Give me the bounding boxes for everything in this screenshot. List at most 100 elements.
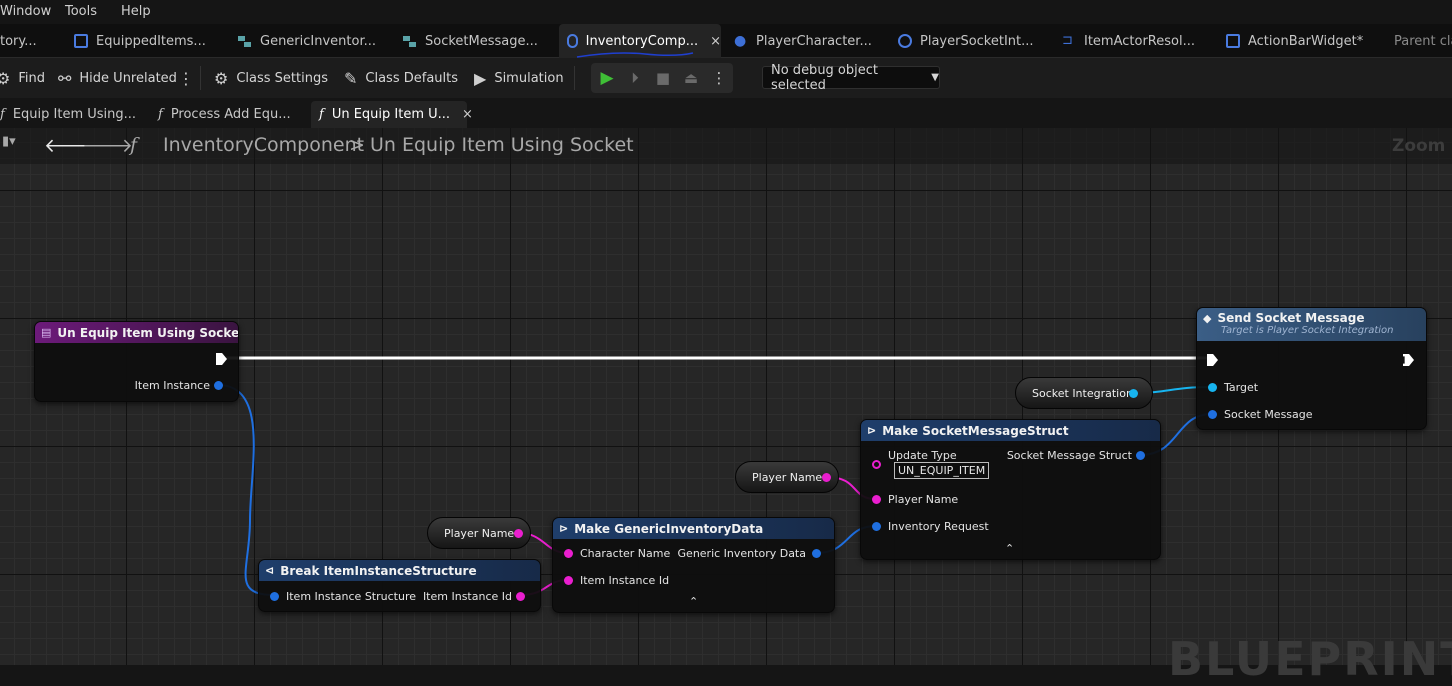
collapse-chevron-icon[interactable]: ⌃ — [1005, 542, 1015, 555]
socket-integration-variable[interactable]: Socket Integration — [1015, 377, 1153, 409]
doc-tab-un-equip[interactable]: f Un Equip Item U... × — [311, 101, 473, 128]
debug-object-select[interactable]: No debug object selected ▼ — [762, 63, 940, 93]
separator — [200, 66, 201, 90]
player-name-variable[interactable]: Player Name — [735, 461, 839, 493]
asset-tab-inventory-component[interactable]: InventoryComp... × — [559, 24, 721, 58]
function-icon: f — [130, 134, 138, 156]
node-title: Send Socket Message — [1217, 311, 1365, 325]
asset-tab[interactable]: ●PlayerCharacter... — [734, 24, 872, 58]
asset-tab[interactable]: EquippedItems... — [74, 24, 206, 58]
pencil-icon: ✎ — [344, 68, 358, 88]
forward-arrow-icon[interactable]: 🡒 — [82, 135, 133, 157]
socket-message-pin[interactable] — [1208, 410, 1217, 419]
function-call-icon: ◆ — [1203, 311, 1212, 325]
simulation-button[interactable]: ▶Simulation — [474, 58, 564, 98]
tab-label: PlayerSocketInt... — [920, 33, 1034, 49]
hide-unrelated-icon: ⚯ — [58, 68, 72, 88]
gear-icon: ⚙ — [214, 68, 229, 88]
node-title: Break ItemInstanceStructure — [280, 563, 477, 578]
doc-tab-label: Process Add Equ... — [170, 107, 291, 122]
hide-unrelated-label: Hide Unrelated — [79, 70, 177, 86]
make-struct-icon: ⊳ — [867, 424, 877, 437]
make-generic-inventory-data-node[interactable]: ⊳ Make GenericInventoryData Character Na… — [552, 517, 835, 613]
tab-label: tory... — [0, 33, 37, 49]
separator — [574, 66, 575, 90]
node-header: ⊳ Make GenericInventoryData — [553, 518, 834, 539]
menu-help[interactable]: Help — [121, 4, 151, 19]
parent-class-label: Parent cla — [1394, 33, 1452, 49]
item-instance-structure-in-pin[interactable] — [270, 592, 279, 601]
asset-tab[interactable]: ⊐ItemActorResol... — [1062, 24, 1195, 58]
close-tab-icon[interactable]: × — [710, 33, 721, 49]
eject-icon[interactable]: ⏏ — [683, 69, 699, 87]
asset-tab[interactable]: GenericInventor... — [238, 24, 376, 58]
node-header: ◆Send Socket Message Target is Player So… — [1197, 308, 1426, 341]
pin-label: Target — [1224, 381, 1259, 394]
break-item-instance-structure-node[interactable]: ⊲ Break ItemInstanceStructure Item Insta… — [258, 559, 541, 612]
bookmark-icon[interactable]: ▮▾ — [2, 134, 16, 149]
variable-out-pin[interactable] — [822, 473, 831, 482]
menu-window[interactable]: Window — [0, 4, 52, 19]
function-entry-node[interactable]: ▤ Un Equip Item Using Socket Item Instan… — [34, 321, 239, 402]
update-type-input[interactable]: UN_EQUIP_ITEM — [894, 462, 990, 479]
play-controls: ▶ ⏵ ■ ⏏ ⋮ — [591, 63, 733, 93]
item-instance-id-pin[interactable] — [564, 576, 573, 585]
pin-label: Item Instance Id — [422, 590, 512, 603]
function-library-icon: ⊐ — [1062, 33, 1073, 48]
tab-label: InventoryComp... — [585, 33, 699, 49]
send-socket-message-node[interactable]: ◆Send Socket Message Target is Player So… — [1196, 307, 1427, 430]
target-pin[interactable] — [1208, 383, 1217, 392]
play-options-icon[interactable]: ⋮ — [711, 69, 727, 87]
item-instance-id-out-pin[interactable] — [516, 592, 525, 601]
make-struct-icon: ⊳ — [559, 522, 569, 535]
item-instance-pin[interactable] — [214, 381, 223, 390]
pin-label: Socket Message Struct — [1006, 449, 1132, 462]
widget-icon — [1226, 34, 1240, 48]
update-type-pin[interactable] — [872, 460, 881, 469]
step-icon[interactable]: ⏵ — [631, 69, 639, 87]
exec-in-pin[interactable] — [1207, 354, 1218, 366]
player-name-pin[interactable] — [872, 495, 881, 504]
debug-select-value: No debug object selected — [771, 62, 878, 93]
variable-label: Socket Integration — [1032, 386, 1133, 400]
play-icon[interactable]: ▶ — [600, 68, 614, 88]
asset-tab[interactable]: ActionBarWidget* — [1226, 24, 1363, 58]
variable-out-pin[interactable] — [1129, 389, 1138, 398]
find-button[interactable]: ⚙Find — [0, 58, 45, 98]
stop-icon[interactable]: ■ — [655, 69, 671, 87]
variable-out-pin[interactable] — [514, 529, 523, 538]
component-icon — [898, 34, 912, 48]
breadcrumb-root[interactable]: InventoryComponent — [163, 134, 365, 156]
inventory-request-pin[interactable] — [872, 522, 881, 531]
hide-unrelated-button[interactable]: ⚯ Hide Unrelated — [58, 58, 177, 98]
doc-tab-label: Un Equip Item U... — [331, 107, 451, 122]
socket-message-struct-out-pin[interactable] — [1136, 451, 1145, 460]
exec-out-pin[interactable] — [1403, 354, 1414, 366]
exec-out-pin[interactable] — [216, 353, 227, 365]
asset-tab[interactable]: SocketMessage... — [403, 24, 538, 58]
simulation-icon: ▶ — [474, 68, 487, 88]
back-arrow-icon[interactable]: 🡐 — [44, 135, 95, 157]
asset-tab[interactable]: PlayerSocketInt... — [898, 24, 1034, 58]
pin-label: Generic Inventory Data — [677, 547, 806, 560]
tab-label: GenericInventor... — [260, 33, 377, 49]
node-title: Un Equip Item Using Socket — [57, 325, 239, 340]
pin-label: Inventory Request — [888, 520, 989, 533]
class-defaults-button[interactable]: ✎Class Defaults — [344, 58, 458, 98]
character-name-pin[interactable] — [564, 549, 573, 558]
menu-tools[interactable]: Tools — [65, 4, 98, 19]
asset-tab[interactable]: tory... — [0, 24, 37, 58]
collapse-chevron-icon[interactable]: ⌃ — [689, 595, 699, 608]
node-header: ⊲ Break ItemInstanceStructure — [259, 560, 540, 581]
more-options-button[interactable]: ⋮ — [178, 58, 202, 98]
class-settings-button[interactable]: ⚙Class Settings — [214, 58, 328, 98]
breadcrumb: ▮▾ 🡐 🡒 f InventoryComponent > Un Equip I… — [0, 128, 1452, 164]
make-socket-message-struct-node[interactable]: ⊳ Make SocketMessageStruct Update Type U… — [860, 419, 1161, 560]
close-tab-icon[interactable]: × — [462, 107, 473, 122]
function-icon: f — [0, 107, 5, 122]
player-name-variable[interactable]: Player Name — [427, 517, 531, 549]
generic-inventory-data-out-pin[interactable] — [812, 549, 821, 558]
